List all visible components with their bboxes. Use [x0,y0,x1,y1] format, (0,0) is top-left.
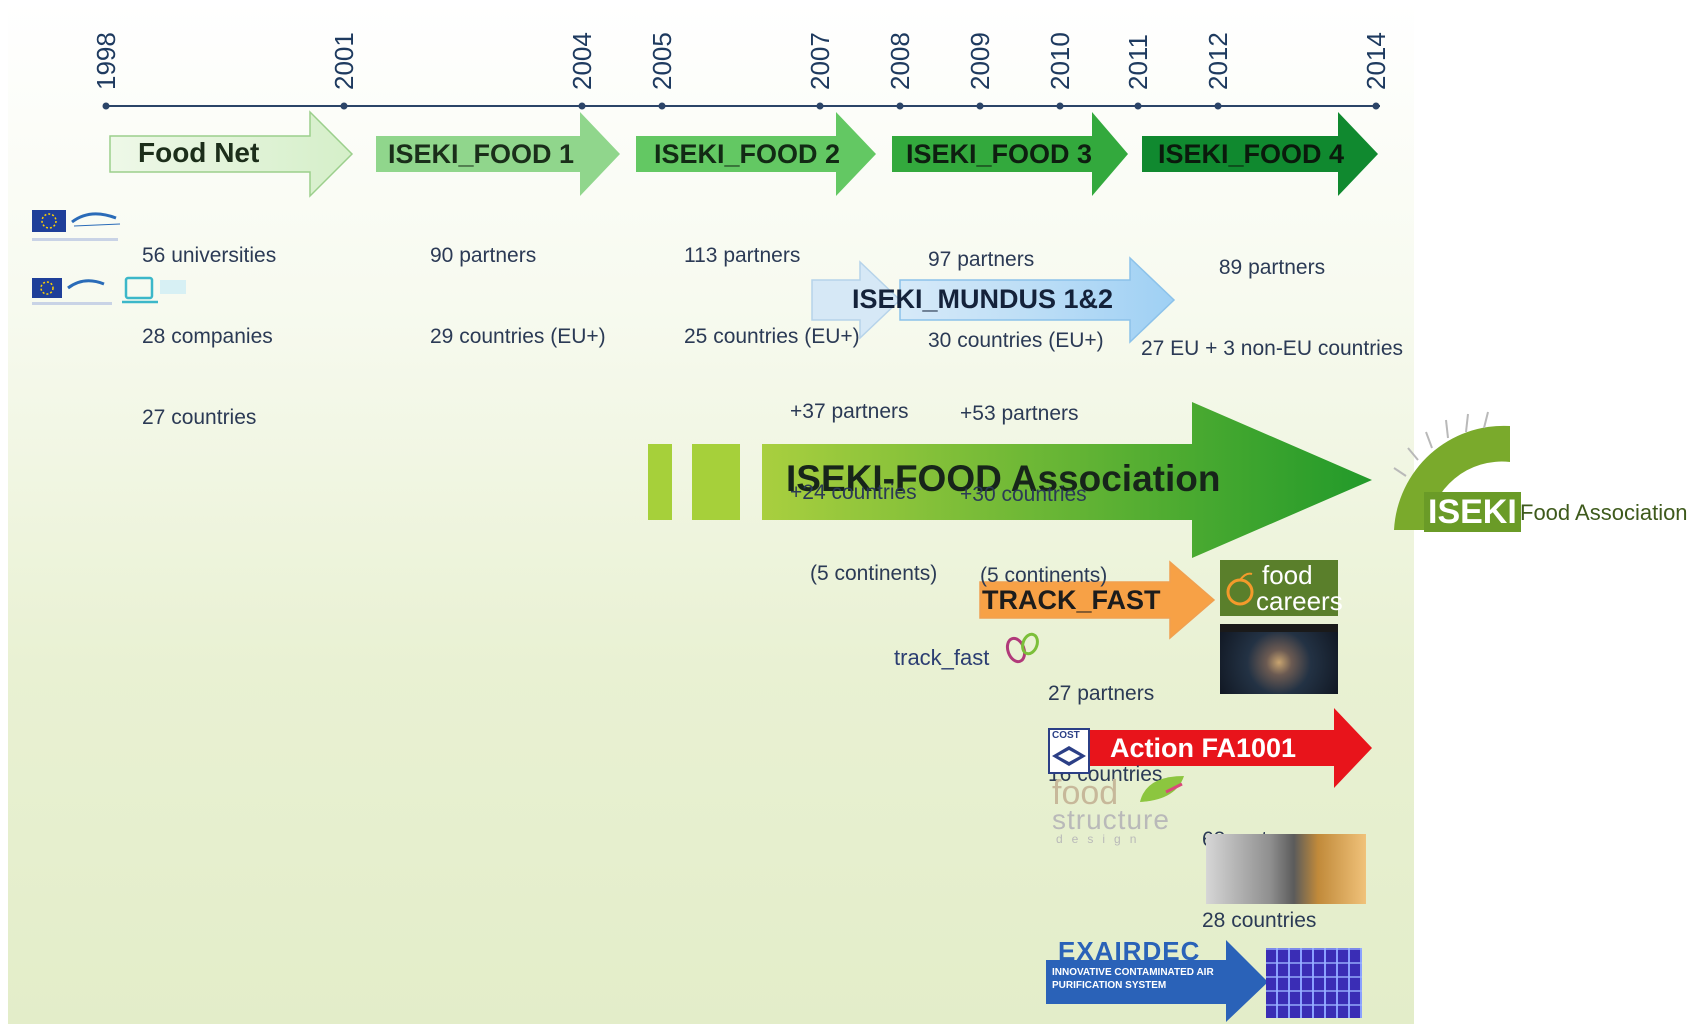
timeline-tick [658,102,666,110]
microscopy-image [1206,834,1366,904]
food-net-arrow [109,110,354,198]
timeline-tick [1214,102,1222,110]
cost-logo-text: COST [1052,730,1080,741]
eu-erasmus-mundus-logo [32,276,186,305]
stat-line: 113 partners [684,244,801,267]
timeline-tick [1056,102,1064,110]
track-fast-arrow [979,560,1216,640]
stat-line: +30 countries [960,483,1087,506]
stat-line: 27 partners [1048,682,1155,705]
food-structure-text-1: food [1052,774,1119,812]
stat-line: +53 partners [960,402,1079,425]
food-structure-text-2: structure [1052,804,1170,835]
iseki-logo-text: ISEKI [1424,492,1521,532]
iseki-mundus-2-stats: +53 partners +30 countries (5 continents… [960,346,1107,643]
stat-line: 30 countries (EU+) [928,329,1104,352]
space-screenshot-image [1220,624,1338,694]
iseki-food-4-label: ISEKI_FOOD 4 [1158,139,1345,169]
food-careers-logo: food careers [1220,560,1343,616]
iseki-food-2-arrow [636,112,876,196]
track-fast-logo-text: track_fast [894,645,990,670]
stat-line: +37 partners [790,400,909,423]
iseki-food-1-label: ISEKI_FOOD 1 [388,139,575,169]
timeline-tick [976,102,984,110]
butterfly-icon [1005,632,1039,664]
timeline-tick [816,102,824,110]
stat-line: 27 countries [142,406,257,429]
iseki-mundus-arrow [899,256,1176,344]
stat-line: 56 universities [142,244,277,267]
association-label: ISEKI-FOOD Association [786,458,1221,499]
action-fa1001-arrow [1086,708,1372,788]
stat-line: 90 partners [430,244,537,267]
food-structure-text-3: design [1056,832,1146,846]
stat-line: 97 partners [928,248,1035,271]
exairdec-arrow [1046,940,1268,1022]
stat-line: 89 partners [1218,256,1326,279]
timeline-tick [102,102,110,110]
iseki-food-1-stats: 90 partners 29 countries (EU+) [430,188,606,404]
iseki-food-1-arrow [376,112,620,196]
food-careers-text-2: careers [1256,586,1343,616]
cost-logo: COST [1048,728,1090,774]
association-dash-1 [648,444,672,520]
stat-line: 25 countries (EU+) [684,325,860,348]
iseki-food-3-arrow [892,112,1128,196]
iseki-food-3-label: ISEKI_FOOD 3 [906,139,1093,169]
food-careers-text-1: food [1262,560,1313,590]
stat-line: (5 continents) [810,562,938,585]
iseki-food-2-label: ISEKI_FOOD 2 [654,139,841,169]
iseki-mundus-back-arrow [811,260,902,340]
timeline-tick [1134,102,1142,110]
iseki-logo-subtext: Food Association [1520,500,1688,525]
stat-line: 28 companies [142,325,273,348]
action-fa1001-label: Action FA1001 [1110,733,1297,763]
iseki-food-4-stats: 89 partners 27 EU + 3 non-EU countries [1132,200,1412,416]
stat-line: +24 countries [790,481,917,504]
iseki-mundus-label: ISEKI_MUNDUS 1&2 [852,284,1114,314]
iseki-food-4-arrow [1142,112,1378,196]
timeline-tick [1372,102,1380,110]
apple-icon [1226,572,1254,606]
exairdec-subtitle: INNOVATIVE CONTAMINATED AIR PURIFICATION… [1052,967,1214,991]
iseki-arch-logo [1393,411,1510,530]
association-arrow [762,402,1372,558]
food-net-stats: 56 universities 28 companies 27 countrie… [142,188,276,485]
association-dash-2 [692,444,740,520]
exairdec-label: EXAIRDEC [1058,936,1201,966]
iseki-mundus-1-stats: +37 partners +24 countries (5 continents… [790,344,937,641]
timeline-tick [896,102,904,110]
food-net-label: Food Net [138,137,260,168]
stat-line: 28 countries [1202,909,1317,932]
iseki-food-2-stats: 113 partners 25 countries (EU+) [684,188,860,404]
stat-line: 29 countries (EU+) [430,325,606,348]
timeline-tick [340,102,348,110]
iseki-food-3-stats: 97 partners 30 countries (EU+) [928,192,1104,408]
filter-image [1266,948,1362,1018]
leaf-icon [1140,776,1184,802]
eu-lifelong-learning-logo [32,210,121,241]
timeline-tick [578,102,586,110]
stat-line: 27 EU + 3 non-EU countries [1140,337,1404,360]
stat-line: (5 continents) [980,564,1108,587]
track-fast-label: TRACK_FAST [982,585,1161,615]
cost-emblem-icon [1052,746,1086,766]
